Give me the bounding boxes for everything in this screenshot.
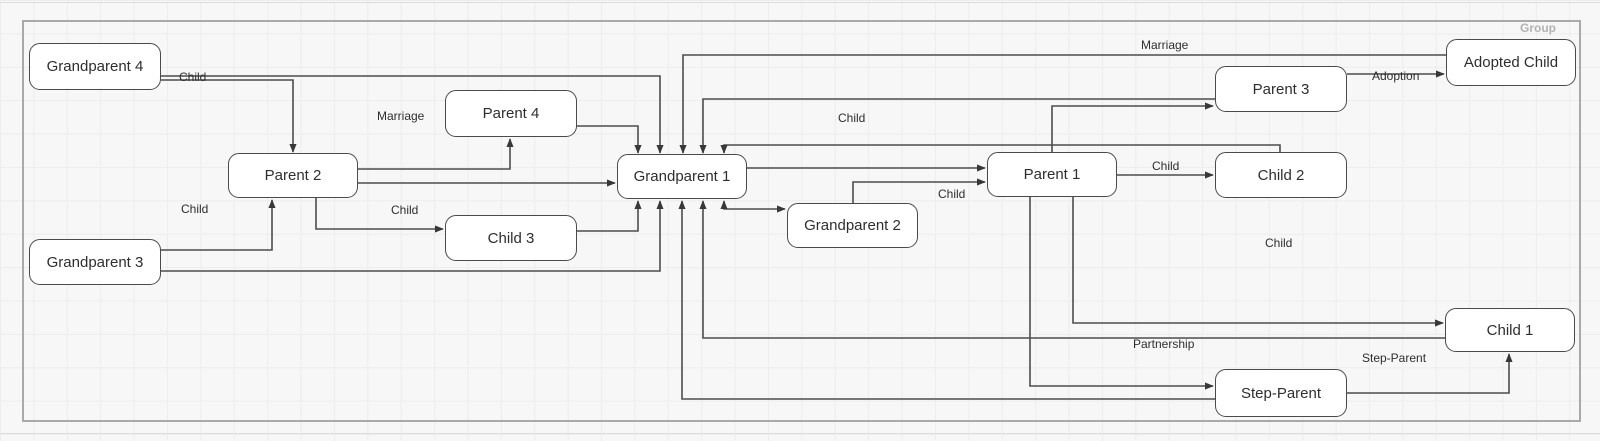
edge-label-child-parent2-child3: Child — [391, 203, 419, 217]
edge-label-child-grandparent2-parent1: Child — [938, 187, 966, 201]
node-parent4[interactable]: Parent 4 — [445, 90, 577, 137]
edge-label-child-parent3-grandparent1: Child — [838, 111, 866, 125]
edge-label-step-parent: Step-Parent — [1362, 351, 1427, 365]
node-parent3[interactable]: Parent 3 — [1215, 66, 1347, 112]
node-child3[interactable]: Child 3 — [445, 215, 577, 261]
edge-label-child-grandparent3-parent2: Child — [181, 202, 209, 216]
group-label: Group — [1520, 21, 1556, 35]
node-child2[interactable]: Child 2 — [1215, 152, 1347, 198]
edge-label-adoption: Adoption — [1372, 69, 1420, 83]
group-container[interactable] — [22, 20, 1581, 422]
edge-adoptedchild-grandparent1-marriage[interactable] — [679, 54, 1446, 154]
edge-grandparent4-parent2[interactable] — [161, 79, 297, 153]
node-parent2[interactable]: Parent 2 — [228, 153, 358, 198]
edge-label-marriage-adoptedchild-grandparent1: Marriage — [1141, 38, 1189, 52]
edge-grandparent1-grandparent2-double[interactable] — [720, 200, 786, 213]
node-child1[interactable]: Child 1 — [1445, 308, 1575, 352]
node-grandparent4[interactable]: Grandparent 4 — [29, 43, 161, 90]
edge-parent4-grandparent1[interactable] — [577, 125, 642, 154]
edge-label-child-parent1-child2: Child — [1152, 159, 1180, 173]
edge-child1-grandparent1-partnership[interactable] — [699, 200, 1445, 339]
edge-parent2-child3-child[interactable] — [315, 198, 444, 233]
node-parent1[interactable]: Parent 1 — [987, 152, 1117, 197]
edge-label-child-parent1-child1: Child — [1265, 236, 1293, 250]
edge-parent1-stepparent[interactable] — [1029, 197, 1214, 390]
canvas-bottom-edge-line — [0, 433, 1600, 434]
edge-parent3-grandparent1-child[interactable] — [699, 98, 1215, 154]
node-grandparent2[interactable]: Grandparent 2 — [787, 203, 918, 248]
canvas-top-edge-line — [0, 2, 1600, 3]
edge-label-child-grandparent4: Child — [179, 70, 207, 84]
edge-grandparent3-parent2-child[interactable] — [161, 199, 276, 251]
edge-label-marriage-parent2-parent4: Marriage — [377, 109, 425, 123]
edge-parent1-child1[interactable] — [1072, 197, 1444, 327]
node-adopted-child[interactable]: Adopted Child — [1446, 39, 1576, 86]
edge-parent2-parent4-marriage[interactable] — [358, 138, 514, 170]
edge-label-partnership: Partnership — [1133, 337, 1195, 351]
node-step-parent[interactable]: Step-Parent — [1215, 369, 1347, 417]
node-grandparent1[interactable]: Grandparent 1 — [617, 154, 747, 199]
edge-grandparent2-parent1-child[interactable] — [852, 178, 986, 203]
edge-child3-grandparent1[interactable] — [577, 200, 642, 232]
edge-parent1-parent3[interactable] — [1051, 102, 1214, 152]
edge-child2-grandparent1[interactable] — [720, 144, 1281, 154]
edge-stepparent-grandparent1[interactable] — [678, 200, 1215, 400]
node-grandparent3[interactable]: Grandparent 3 — [29, 239, 161, 285]
edge-stepparent-child1-stepparent[interactable] — [1347, 353, 1513, 394]
edge-grandparent3-grandparent1[interactable] — [161, 200, 664, 272]
edge-grandparent4-grandparent1[interactable] — [161, 75, 664, 154]
